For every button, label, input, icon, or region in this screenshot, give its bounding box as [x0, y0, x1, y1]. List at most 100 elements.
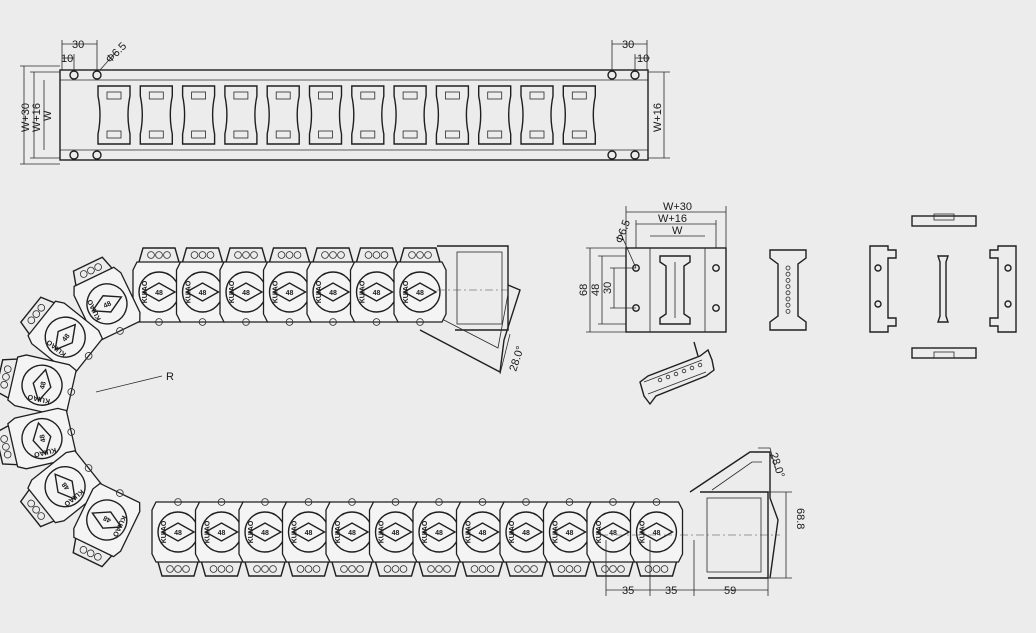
top-end-bracket [437, 245, 509, 331]
link-brand-label: KUIAO [316, 280, 323, 303]
link-size-label: 48 [39, 381, 48, 390]
link-size-label: 48 [61, 333, 71, 344]
exploded-parts-view [869, 213, 1017, 359]
strip-link [478, 85, 512, 145]
link-brand-label: KUIAO [273, 280, 280, 303]
strip-dim-10-left: 10 [61, 53, 73, 65]
chain-link: 48 KUIAO [629, 498, 684, 577]
link-size-label: 48 [392, 530, 400, 537]
link-size-label: 48 [566, 530, 574, 537]
pitch-dim-1: 35 [622, 585, 634, 597]
bracket-dim-hole: Φ6.5 [614, 218, 634, 245]
link-size-label: 48 [373, 290, 381, 297]
chain-link: 48 KUIAO [325, 498, 379, 577]
strip-dim-w30: W+30 [20, 103, 32, 132]
strip-link [351, 85, 385, 145]
link-brand-label: KUIAO [186, 280, 193, 303]
link-size-label: 48 [609, 530, 617, 537]
chain-link: 48 KUIAO [542, 498, 597, 577]
bracket-dim-w: W [672, 225, 683, 237]
link-size-label: 48 [102, 514, 112, 524]
bracket-dim-48: 48 [590, 284, 602, 296]
link-size-label: 48 [479, 530, 487, 537]
strip-dim-w16-left: W+16 [31, 103, 43, 132]
link-size-label: 48 [305, 530, 313, 537]
strip-link [520, 85, 554, 145]
link-size-label: 48 [155, 290, 163, 297]
link-brand-label: KUIAO [161, 520, 168, 543]
radius-label: R [166, 371, 174, 383]
strip-link [393, 85, 427, 145]
crossbar-side-view [769, 249, 807, 331]
end-bracket-front-view: W+30 W+16 W Φ6.5 68 48 30 [578, 201, 727, 333]
link-size-label: 48 [261, 530, 269, 537]
strip-link [435, 85, 470, 145]
link-brand-label: KUIAO [422, 520, 429, 543]
link-size-label: 48 [329, 290, 337, 297]
link-size-label: 48 [199, 290, 207, 297]
chain-link: 48 KUIAO [306, 247, 360, 326]
strip-mounting-holes [69, 70, 640, 160]
end-length-dim: 59 [724, 585, 736, 597]
link-brand-label: KUIAO [466, 520, 473, 543]
bracket-dimension-lines [586, 206, 727, 333]
strip-link [181, 85, 216, 145]
bracket-dim-w16: W+16 [658, 213, 687, 225]
bracket-dim-30: 30 [602, 282, 614, 294]
strip-plan-view: 30 10 Φ6.5 30 10 W+30 W+16 W W+16 [20, 39, 670, 165]
strip-link [224, 85, 258, 145]
link-brand-label: KUIAO [640, 520, 647, 543]
link-brand-label: KUIAO [360, 280, 367, 303]
link-brand-label: KUIAO [33, 446, 57, 458]
link-size-label: 48 [416, 290, 424, 297]
link-brand-label: KUIAO [27, 392, 51, 404]
strip-link [308, 85, 343, 145]
strip-dim-w: W [42, 110, 54, 121]
strip-link [266, 85, 300, 145]
link-brand-label: KUIAO [509, 520, 516, 543]
crossbar-isometric-view [639, 341, 715, 406]
link-brand-label: KUIAO [596, 520, 603, 543]
link-brand-label: KUIAO [335, 520, 342, 543]
strip-link [97, 85, 131, 145]
height-label: 68.8 [794, 508, 806, 529]
link-size-label: 48 [653, 530, 661, 537]
strip-dim-10-right: 10 [637, 53, 649, 65]
top-bracket-flange [419, 284, 521, 374]
link-brand-label: KUIAO [205, 520, 212, 543]
strip-dim-30-left: 30 [72, 39, 84, 51]
link-brand-label: KUIAO [248, 520, 255, 543]
link-brand-label: KUIAO [229, 280, 236, 303]
link-brand-label: KUIAO [142, 280, 149, 303]
strip-dim-30-right: 30 [622, 39, 634, 51]
link-size-label: 48 [435, 530, 443, 537]
link-size-label: 48 [522, 530, 530, 537]
bracket-dim-w30: W+30 [663, 201, 692, 213]
link-size-label: 48 [61, 480, 71, 491]
link-size-label: 48 [174, 530, 182, 537]
strip-dimension-lines [20, 40, 670, 165]
link-brand-label: KUIAO [553, 520, 560, 543]
chain-link: 48 KUIAO [393, 247, 447, 326]
strip-link [562, 85, 596, 145]
angle-top-label: 28.0° [507, 345, 526, 373]
bottom-bracket-flange [689, 451, 779, 579]
pitch-dim-2: 35 [665, 585, 677, 597]
bracket-dim-68: 68 [578, 284, 590, 296]
strip-link-row [97, 85, 596, 145]
link-size-label: 48 [348, 530, 356, 537]
link-brand-label: KUIAO [379, 520, 386, 543]
link-brand-label: KUIAO [403, 280, 410, 303]
chain-link: 48 KUIAO [262, 247, 317, 326]
strip-dim-hole: Φ6.5 [104, 40, 130, 66]
link-size-label: 48 [286, 290, 294, 297]
